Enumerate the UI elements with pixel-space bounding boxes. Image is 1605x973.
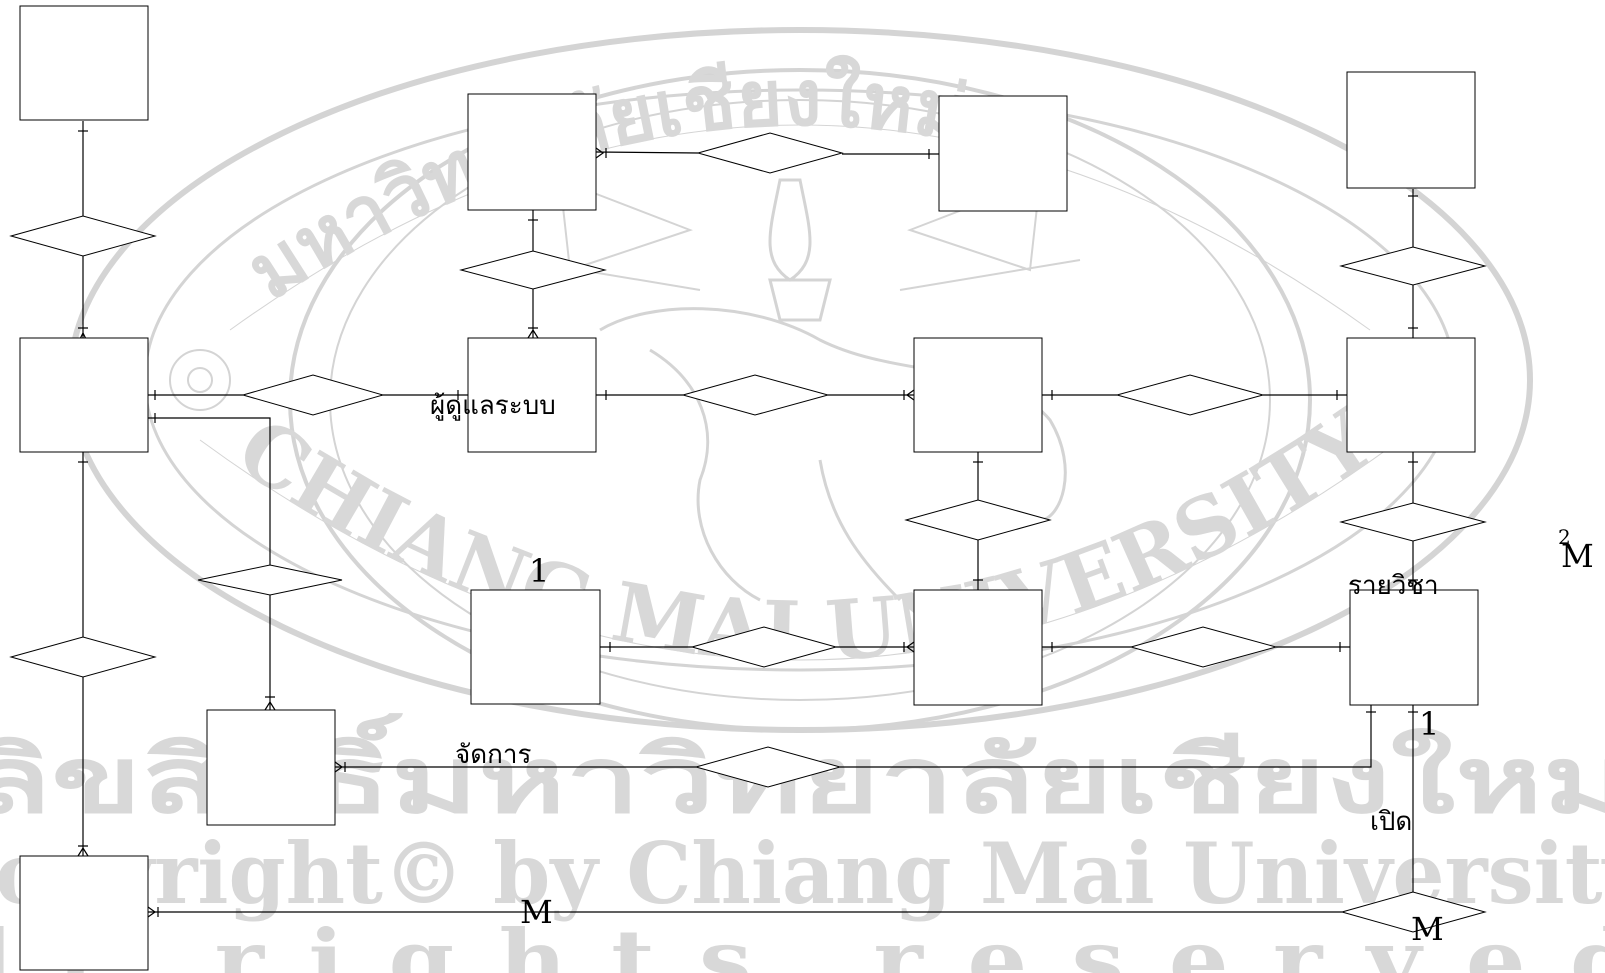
- relationships: [9, 132, 1487, 933]
- connectors: [82, 121, 1414, 913]
- relationship-diamond: [197, 564, 343, 596]
- open-label: เปิด: [1370, 807, 1412, 837]
- entity-box: [1346, 337, 1476, 453]
- entity-box: [467, 93, 597, 211]
- relationship-diamond: [241, 374, 385, 416]
- entity-admin: [467, 337, 597, 453]
- entity-box: [913, 589, 1043, 706]
- cardinality-one-right: 1: [1419, 705, 1439, 743]
- watermark-copyright-line: Copyright© by Chiang Mai University: [0, 824, 1605, 923]
- relationship-diamond: [459, 250, 607, 290]
- relationship-diamond: [904, 499, 1052, 541]
- relationship-diamond: [1129, 626, 1278, 668]
- relationship-diamond: [1339, 246, 1487, 286]
- watermark-seal: มหาวิทยาลัยเชียงใหม่ CHIANG MAI UNIVERSI…: [67, 27, 1533, 733]
- admin-label: ผู้ดูแลระบบ: [430, 391, 556, 421]
- relationship-diamond: [1115, 374, 1265, 416]
- manage-label: จัดการ: [455, 740, 531, 770]
- entity-box: [938, 95, 1068, 212]
- relationship-diamond: [1339, 502, 1487, 542]
- relationship-diamond: [681, 374, 830, 416]
- labels: ผู้ดูแลระบบ จัดการ รายวิชา เปิด 1 1 M M …: [430, 391, 1594, 948]
- entity-box: [19, 855, 149, 971]
- relationship-diamond: [696, 132, 844, 174]
- entity-box: [470, 589, 601, 705]
- relationship-open: [1340, 891, 1487, 933]
- course-label: รายวิชา: [1348, 571, 1439, 601]
- entity-box: [206, 709, 336, 826]
- cardinality-many-bottom: M: [520, 893, 553, 931]
- cardinality-many-far-right: M: [1561, 537, 1594, 575]
- relationship-diamond: [9, 215, 157, 257]
- entities: [19, 5, 1479, 971]
- watermark-rights-line: All rights reserved: [0, 911, 1605, 973]
- cardinality-one-top: 1: [529, 552, 549, 590]
- entity-box: [913, 337, 1043, 453]
- cardinality-superscript: 2: [1558, 525, 1571, 549]
- relationship-diamond: [690, 626, 838, 668]
- cardinality-markers: [77, 130, 1418, 918]
- entity-course: [1349, 589, 1479, 706]
- entity-box: [19, 337, 149, 453]
- entity-box: [1346, 71, 1476, 189]
- relationship-diamond: [9, 636, 157, 678]
- entity-box: [19, 5, 149, 121]
- cardinality-many-corner: M: [1411, 910, 1444, 948]
- relationship-manage: [694, 746, 842, 788]
